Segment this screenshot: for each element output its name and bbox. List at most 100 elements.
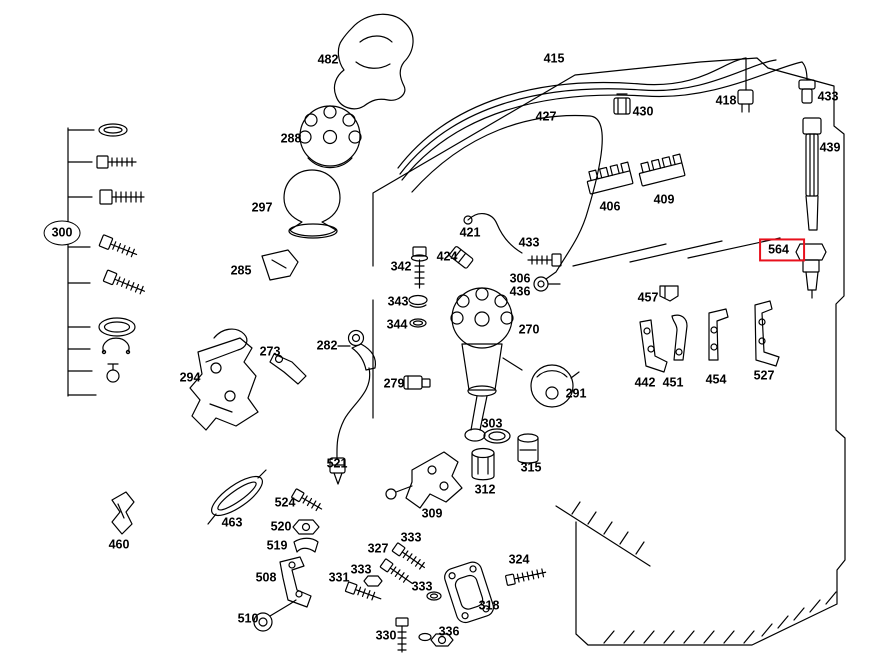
part-label-300[interactable]: 300: [43, 220, 81, 246]
cylinder-312: [471, 447, 495, 481]
bolt-333-a: [379, 558, 413, 585]
part-label-424[interactable]: 424: [436, 249, 458, 264]
plug-279: [403, 375, 431, 390]
part-label-463[interactable]: 463: [221, 515, 243, 530]
part-label-482[interactable]: 482: [317, 52, 339, 67]
bolt-331: [344, 581, 382, 601]
part-label-303[interactable]: 303: [481, 416, 503, 431]
hose-421: [463, 213, 523, 254]
washer-343: [408, 294, 428, 308]
bracket-508: [279, 556, 312, 608]
part-label-519[interactable]: 519: [266, 538, 288, 553]
washer-333-c: [426, 591, 442, 601]
stud-324: [505, 568, 547, 586]
part-label-457[interactable]: 457: [637, 290, 659, 305]
part-label-309[interactable]: 309: [421, 506, 443, 521]
part-label-439[interactable]: 439: [819, 140, 841, 155]
part-label-421[interactable]: 421: [459, 225, 481, 240]
part-label-342[interactable]: 342: [390, 259, 412, 274]
seal-ring-344: [409, 318, 427, 328]
part-label-524[interactable]: 524: [274, 495, 296, 510]
nut-520: [292, 519, 320, 535]
cable-tie-463: [207, 469, 267, 525]
part-label-343[interactable]: 343: [387, 294, 409, 309]
ignition-wires-415: [397, 57, 803, 280]
part-label-312[interactable]: 312: [474, 482, 496, 497]
part-label-330[interactable]: 330: [375, 628, 397, 643]
protective-cap-297: [283, 169, 341, 239]
spark-plug-564: [795, 243, 827, 299]
part-label-273[interactable]: 273: [259, 344, 281, 359]
part-label-333[interactable]: 333: [400, 530, 422, 545]
nut-333-b: [363, 575, 383, 587]
part-label-297[interactable]: 297: [251, 200, 273, 215]
fitting-306-436: [533, 276, 561, 292]
part-label-442[interactable]: 442: [634, 375, 656, 390]
eye-bolt-510: [253, 599, 297, 632]
distributor-cap-288: [298, 105, 362, 169]
part-label-336[interactable]: 336: [438, 624, 460, 639]
seal-ring-303: [483, 428, 511, 444]
part-label-418[interactable]: 418: [715, 93, 737, 108]
bracket-442: [639, 319, 668, 373]
part-label-270[interactable]: 270: [518, 322, 540, 337]
part-label-291[interactable]: 291: [565, 386, 587, 401]
clip-519: [293, 537, 319, 553]
part-label-288[interactable]: 288: [280, 131, 302, 146]
part-label-415[interactable]: 415: [543, 51, 565, 66]
part-label-430[interactable]: 430: [632, 104, 654, 119]
part-label-306[interactable]: 306: [509, 271, 531, 286]
bracket-451: [671, 314, 688, 361]
part-label-433[interactable]: 433: [518, 235, 540, 250]
bolt-524: [291, 488, 323, 512]
rotor-285: [261, 249, 299, 281]
cap-291: [530, 364, 580, 408]
lever-273: [269, 353, 307, 385]
part-label-520[interactable]: 520: [270, 519, 292, 534]
part-label-282[interactable]: 282: [316, 338, 338, 353]
part-label-318[interactable]: 318: [478, 598, 500, 613]
clip-460: [111, 491, 135, 535]
part-label-510[interactable]: 510: [237, 611, 259, 626]
part-label-333[interactable]: 333: [411, 579, 433, 594]
part-label-285[interactable]: 285: [230, 263, 252, 278]
part-label-333[interactable]: 333: [350, 562, 372, 577]
clip-430: [613, 93, 631, 115]
part-label-406[interactable]: 406: [599, 199, 621, 214]
sensor-521: [329, 367, 371, 485]
part-label-460[interactable]: 460: [108, 537, 130, 552]
part-label-331[interactable]: 331: [328, 570, 350, 585]
ignition-boot-482: [333, 13, 414, 110]
part-label-508[interactable]: 508: [255, 570, 277, 585]
part-label-344[interactable]: 344: [386, 317, 408, 332]
bracket-527: [754, 300, 780, 367]
screw-433-mid: [527, 253, 562, 267]
part-label-327[interactable]: 327: [367, 541, 389, 556]
part-label-521[interactable]: 521: [326, 456, 348, 471]
screw-342: [410, 246, 429, 289]
fastener-group-300: [67, 123, 145, 397]
fitting-424: [449, 246, 474, 269]
part-label-294[interactable]: 294: [179, 370, 201, 385]
part-label-451[interactable]: 451: [662, 375, 684, 390]
part-label-279[interactable]: 279: [383, 376, 405, 391]
part-label-454[interactable]: 454: [705, 372, 727, 387]
bracket-294: [189, 328, 259, 431]
cover-plate-318: [444, 561, 495, 624]
part-label-433[interactable]: 433: [817, 89, 839, 104]
part-label-315[interactable]: 315: [520, 460, 542, 475]
cylinder-315: [517, 433, 539, 464]
part-label-427[interactable]: 427: [535, 109, 557, 124]
connector-strip-409: [638, 153, 686, 187]
part-label-527[interactable]: 527: [753, 368, 775, 383]
clip-457: [659, 285, 679, 302]
part-label-564-highlighted[interactable]: 564: [759, 238, 805, 262]
nut-336: [418, 632, 454, 647]
plug-connector-433: [798, 61, 816, 104]
part-label-409[interactable]: 409: [653, 192, 675, 207]
elbow-fitting-282: [337, 329, 377, 371]
part-label-324[interactable]: 324: [508, 552, 530, 567]
part-label-436[interactable]: 436: [509, 284, 531, 299]
